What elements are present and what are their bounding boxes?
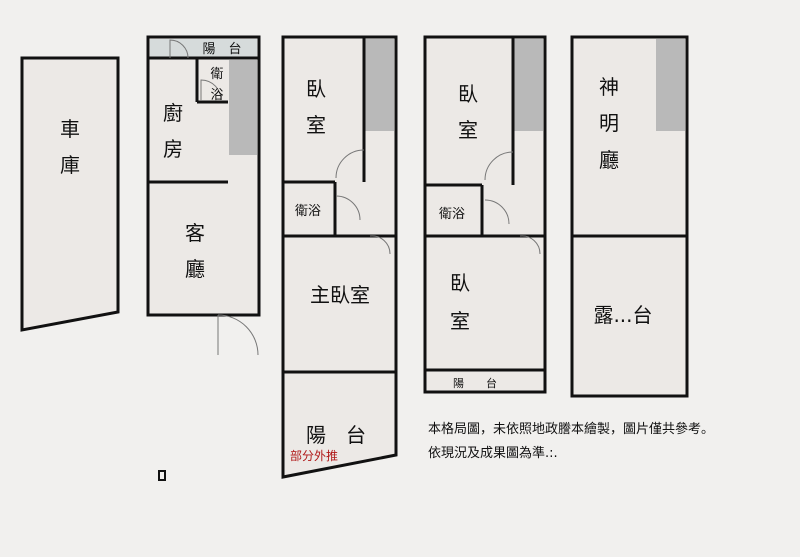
floor-4: 神 明 廳 露...台 <box>570 35 689 398</box>
partial-extension-note: 部分外推 <box>290 448 338 463</box>
marker-square <box>158 470 166 481</box>
f1-balcony-label: 陽 台 <box>202 42 241 57</box>
disclaimer-line-1: 本格局圖，未依照地政謄本繪製，圖片僅共參考。 <box>428 421 714 437</box>
garage-label-2: 庫 <box>60 153 80 177</box>
garage: 車 庫 <box>20 56 120 332</box>
f3-bath-label: 衛浴 <box>439 207 465 222</box>
shrine-label-2: 明 <box>599 111 619 135</box>
f1-bath-label-1: 衛 <box>210 67 223 82</box>
f2-bath-label: 衛浴 <box>295 204 321 219</box>
f3-bedroom-label-1: 臥 <box>458 82 478 106</box>
shrine-label-1: 神 <box>599 75 619 99</box>
garage-label-1: 車 <box>60 117 80 141</box>
living-label-2: 廳 <box>185 257 205 281</box>
living-label-1: 客 <box>185 221 205 245</box>
f3-bedroom2-label-2: 室 <box>450 309 470 333</box>
f2-bedroom-label-2: 室 <box>306 113 326 137</box>
shrine-label-3: 廳 <box>599 148 619 172</box>
floor-2: 臥 室 衛浴 主臥室 陽 台 部分外推 <box>281 35 398 479</box>
f1-bath-label-2: 浴 <box>210 88 223 103</box>
terrace-label: 露...台 <box>593 303 652 327</box>
kitchen-label-2: 房 <box>163 137 183 161</box>
f2-balcony-label: 陽 台 <box>306 423 366 447</box>
disclaimer-line-2: 依現況及成果圖為準.:. <box>428 445 558 461</box>
floor-1: 陽 台 衛 浴 廚 房 客 廳 <box>146 35 261 356</box>
f2-bedroom-label-1: 臥 <box>306 77 326 101</box>
f3-balcony-label: 陽 台 <box>453 376 497 390</box>
f3-bedroom-label-2: 室 <box>458 118 478 142</box>
floor-3: 臥 室 衛浴 臥 室 陽 台 <box>423 35 547 394</box>
kitchen-label-1: 廚 <box>163 101 183 125</box>
f3-bedroom2-label-1: 臥 <box>450 271 470 295</box>
master-bedroom-label: 主臥室 <box>310 283 370 307</box>
